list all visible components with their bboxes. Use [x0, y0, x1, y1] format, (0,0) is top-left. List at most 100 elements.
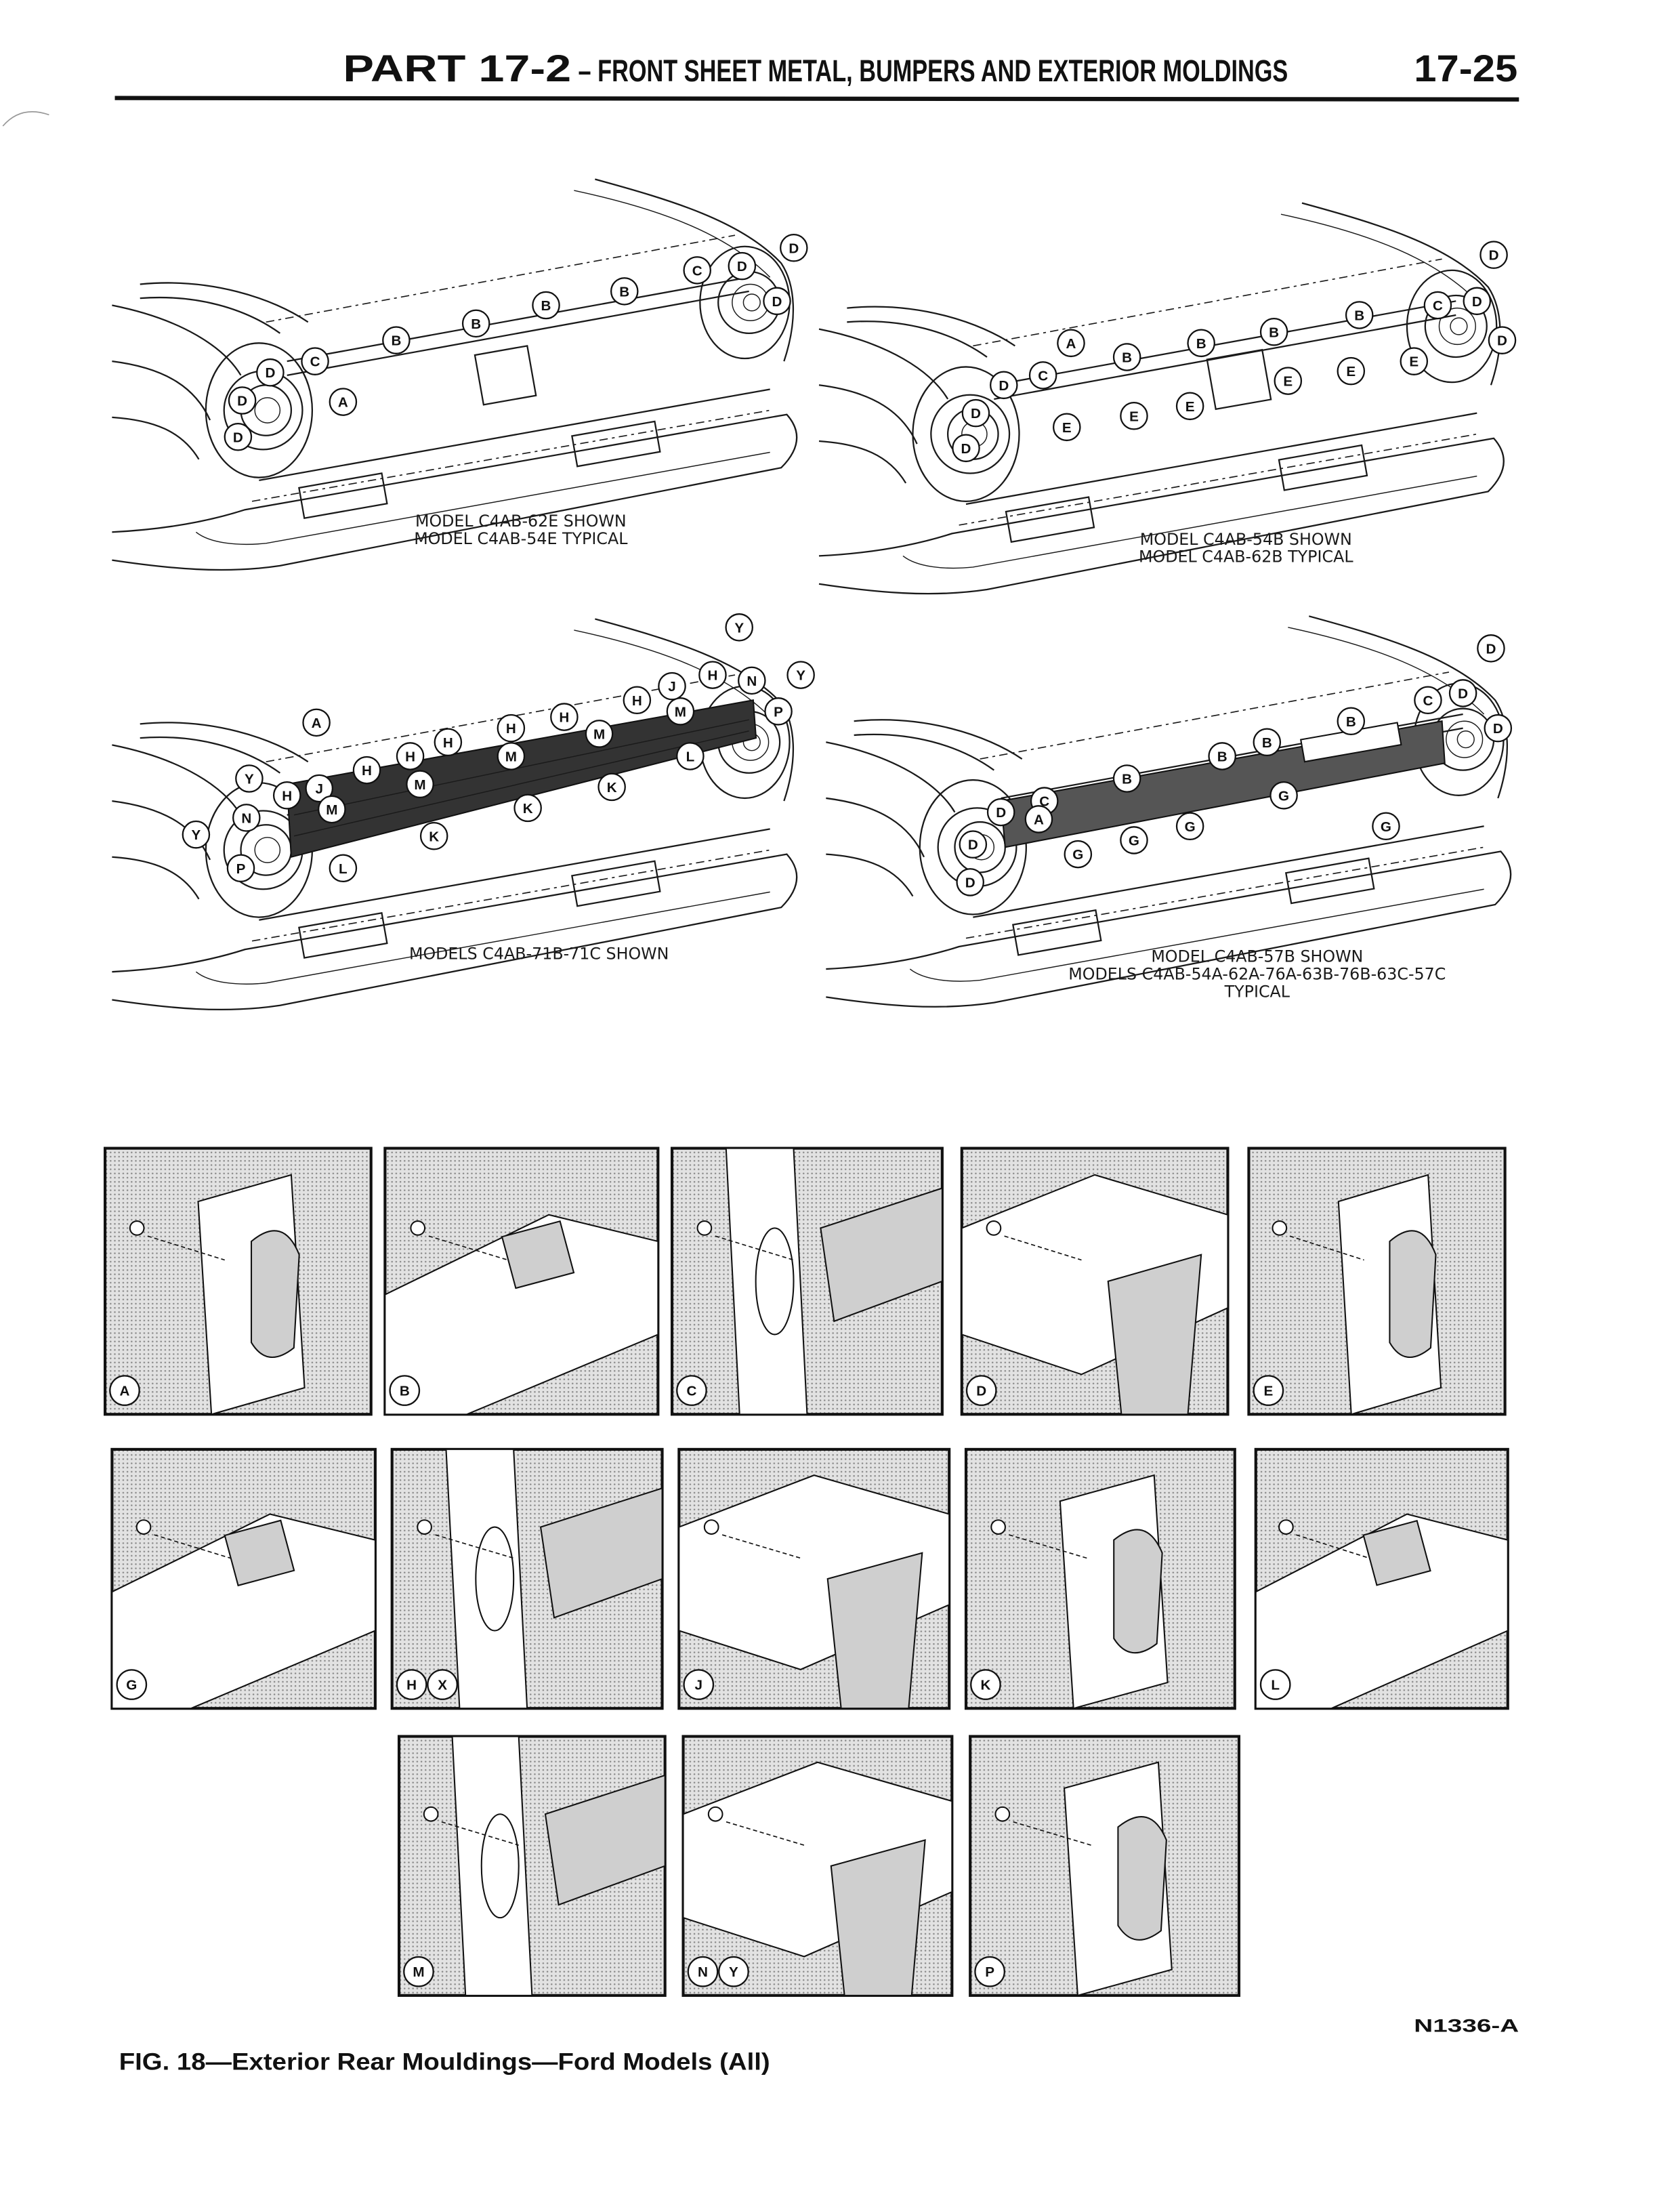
callout-m: M	[585, 720, 614, 748]
callout-circle	[352, 756, 381, 785]
callout-b: B	[461, 309, 490, 338]
callout-b: B	[1208, 742, 1236, 770]
callout-circle	[513, 793, 542, 823]
callout-circle	[728, 251, 757, 281]
panel-label-m: M	[403, 1956, 434, 1987]
callout-circle	[725, 613, 753, 642]
callout-d: D	[1477, 634, 1505, 663]
callout-circle	[497, 742, 526, 770]
callout-d: D	[959, 830, 988, 859]
callout-letter: M	[675, 704, 686, 720]
callout-letter: H	[707, 668, 717, 684]
callout-p: P	[226, 854, 255, 883]
callout-b: B	[1112, 764, 1141, 793]
callout-circle	[1064, 840, 1093, 869]
callout-l: L	[329, 854, 358, 883]
callout-g: G	[1120, 826, 1148, 854]
bolt-icon	[423, 1806, 439, 1822]
callout-d: D	[228, 386, 257, 415]
callout-letter: E	[1062, 420, 1072, 436]
panel-label-h: H	[396, 1669, 427, 1700]
callout-letter: D	[737, 259, 747, 274]
bolt-icon	[703, 1519, 719, 1535]
callout-letter: K	[607, 780, 617, 796]
callout-circle	[232, 804, 261, 832]
callout-letter: N	[241, 810, 251, 826]
callout-circle	[1345, 301, 1374, 329]
panel-label-j: J	[683, 1669, 715, 1700]
panel-label-letter: H	[406, 1678, 417, 1693]
callout-b: B	[1253, 728, 1282, 757]
callout-letter: L	[339, 861, 348, 877]
callout-circle	[1120, 401, 1148, 430]
callout-circle	[1477, 634, 1505, 663]
callout-circle	[228, 386, 257, 415]
callout-letter: B	[1346, 714, 1356, 730]
callout-e: E	[1337, 356, 1366, 386]
panel-label-k: K	[970, 1669, 1001, 1700]
part-number: PART 17-2	[343, 47, 571, 89]
panel-label-b: B	[389, 1375, 421, 1406]
callout-circle	[1488, 326, 1517, 354]
callout-circle	[698, 661, 727, 689]
diagram-model-c4ab-62e	[111, 178, 798, 571]
callout-letter: C	[310, 354, 320, 370]
callout-e: E	[1120, 401, 1148, 430]
callout-letter: L	[686, 749, 695, 764]
panel-label-g: G	[116, 1669, 148, 1700]
callout-letter: K	[523, 801, 533, 817]
callout-letter: M	[326, 802, 337, 818]
callout-d: D	[1488, 326, 1517, 354]
callout-circle	[986, 798, 1015, 827]
callout-letter: B	[541, 298, 551, 314]
diagram-model-c4ab-57b	[825, 615, 1512, 1008]
callout-circle	[585, 720, 614, 748]
detail-panel-j: J	[677, 1447, 951, 1710]
callout-k: K	[597, 772, 626, 802]
callout-b: B	[532, 291, 560, 320]
callout-m: M	[497, 742, 526, 770]
callout-d: D	[1484, 714, 1513, 743]
callout-circle	[952, 434, 980, 463]
callout-letter: E	[1185, 399, 1195, 415]
callout-n: N	[738, 666, 766, 695]
callout-circle	[738, 666, 766, 695]
panel-label-letter: G	[126, 1678, 137, 1693]
callout-circle	[550, 703, 579, 731]
callout-circle	[1208, 742, 1236, 770]
detail-panel-p: P	[969, 1735, 1241, 1997]
callout-letter: D	[237, 394, 247, 409]
callout-letter: H	[282, 788, 292, 804]
bolt-icon	[696, 1220, 713, 1236]
panel-label-letter: C	[686, 1384, 696, 1399]
callout-letter: D	[1497, 333, 1507, 349]
callout-circle	[1463, 287, 1492, 316]
callout-letter: M	[593, 726, 605, 742]
page-number: 17-25	[1414, 47, 1517, 89]
callout-g: G	[1064, 840, 1093, 869]
callout-letter: C	[1433, 298, 1443, 314]
callout-circle	[182, 820, 211, 849]
header-rule	[114, 96, 1519, 102]
callout-circle	[419, 821, 448, 850]
callout-circle	[406, 770, 434, 799]
callout-circle	[302, 708, 331, 737]
section-title: – FRONT SHEET METAL, BUMPERS AND EXTERIO…	[579, 54, 1288, 88]
callout-c: C	[301, 347, 329, 375]
callout-circle	[1112, 764, 1141, 793]
callout-circle	[956, 868, 984, 896]
callout-d: D	[986, 798, 1015, 827]
detail-panel-k: K	[964, 1447, 1236, 1710]
callout-letter: B	[1262, 735, 1272, 751]
callout-g: G	[1269, 781, 1298, 810]
callout-circle	[1253, 728, 1282, 757]
callout-a: A	[329, 388, 358, 416]
panel-label-letter: P	[985, 1964, 994, 1980]
callout-letter: B	[1354, 308, 1364, 324]
callout-circle	[623, 686, 652, 715]
callout-letter: Y	[245, 772, 254, 787]
callout-circle	[382, 326, 411, 354]
callout-letter: M	[505, 749, 517, 764]
callout-circle	[224, 422, 253, 451]
